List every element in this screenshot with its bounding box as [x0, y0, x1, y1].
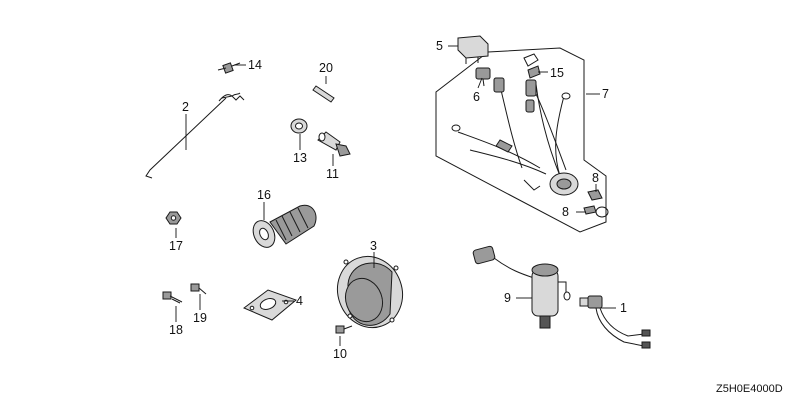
wire-harness-kit-boundary: [435, 47, 607, 233]
callout-2: 2: [182, 100, 189, 114]
screw-18: [162, 291, 183, 304]
callout-6: 6: [473, 90, 480, 104]
callout-10: 10: [333, 347, 347, 361]
clip-15: [523, 53, 541, 79]
clamp-8-upper: [587, 189, 603, 201]
callout-18: 18: [169, 323, 183, 337]
connector-6: [475, 67, 491, 87]
callout-19: 19: [193, 311, 207, 325]
pin-20: [312, 85, 335, 103]
sensor-1: [579, 295, 651, 349]
wire-harness-7: [451, 77, 579, 196]
nut-17: [165, 211, 182, 225]
washer-13: [290, 118, 308, 134]
callout-16: 16: [257, 188, 271, 202]
callout-1: 1: [620, 301, 627, 315]
clamp-8-lower: [583, 205, 609, 218]
gasket-4: [243, 289, 297, 321]
screw-19: [190, 283, 207, 295]
callout-5: 5: [436, 39, 443, 53]
callout-8-lower: 8: [562, 205, 569, 219]
fitting-11: [317, 131, 351, 157]
callout-17: 17: [169, 239, 183, 253]
callout-3: 3: [370, 239, 377, 253]
throttle-rod: [145, 92, 245, 179]
callout-15: 15: [550, 66, 564, 80]
callout-20: 20: [319, 61, 333, 75]
diagram-code: Z5H0E4000D: [716, 383, 783, 395]
screw-10: [335, 325, 353, 334]
callout-8-upper: 8: [592, 171, 599, 185]
bolt-14: [217, 62, 241, 74]
callout-9: 9: [504, 291, 511, 305]
callout-14: 14: [248, 58, 262, 72]
callout-11: 11: [326, 167, 339, 181]
callout-4: 4: [296, 294, 303, 308]
grip-16: [252, 204, 317, 248]
callout-13: 13: [293, 151, 307, 165]
housing-3: [337, 255, 403, 329]
callout-7: 7: [602, 87, 609, 101]
solenoid-9: [472, 245, 571, 329]
relay-5: [457, 35, 489, 64]
leader-lines: [175, 45, 616, 346]
